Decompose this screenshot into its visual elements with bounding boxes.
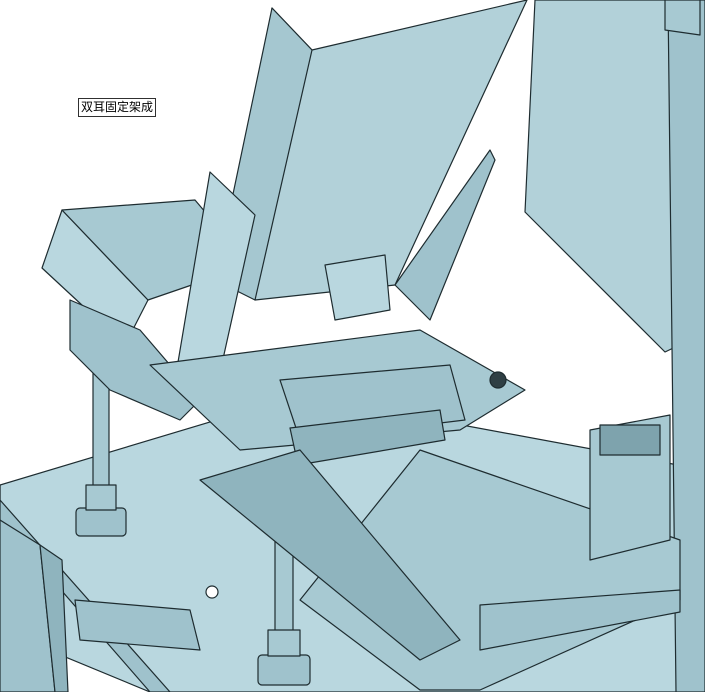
cylinder-unit[interactable] xyxy=(324,254,391,321)
lower-rail[interactable] xyxy=(199,449,461,661)
part-name-tooltip: 双耳固定架成 xyxy=(78,98,157,117)
support-foot-left[interactable] xyxy=(75,507,127,537)
support-collar-center[interactable] xyxy=(267,629,301,657)
table-lower-shelf[interactable] xyxy=(74,599,201,651)
tray-grid xyxy=(599,424,661,456)
left-base-block[interactable] xyxy=(69,299,201,421)
linear-slide-rail[interactable] xyxy=(479,589,681,651)
hopper-right-wing[interactable] xyxy=(394,149,496,321)
table-leg-mid[interactable] xyxy=(39,544,69,692)
support-collar-left[interactable] xyxy=(85,484,117,511)
hole xyxy=(489,371,507,389)
right-frame-column[interactable] xyxy=(667,0,705,692)
right-top-box[interactable] xyxy=(664,0,701,36)
hole xyxy=(205,585,219,599)
support-foot-center[interactable] xyxy=(257,654,311,686)
right-upright-panel[interactable] xyxy=(524,0,691,353)
